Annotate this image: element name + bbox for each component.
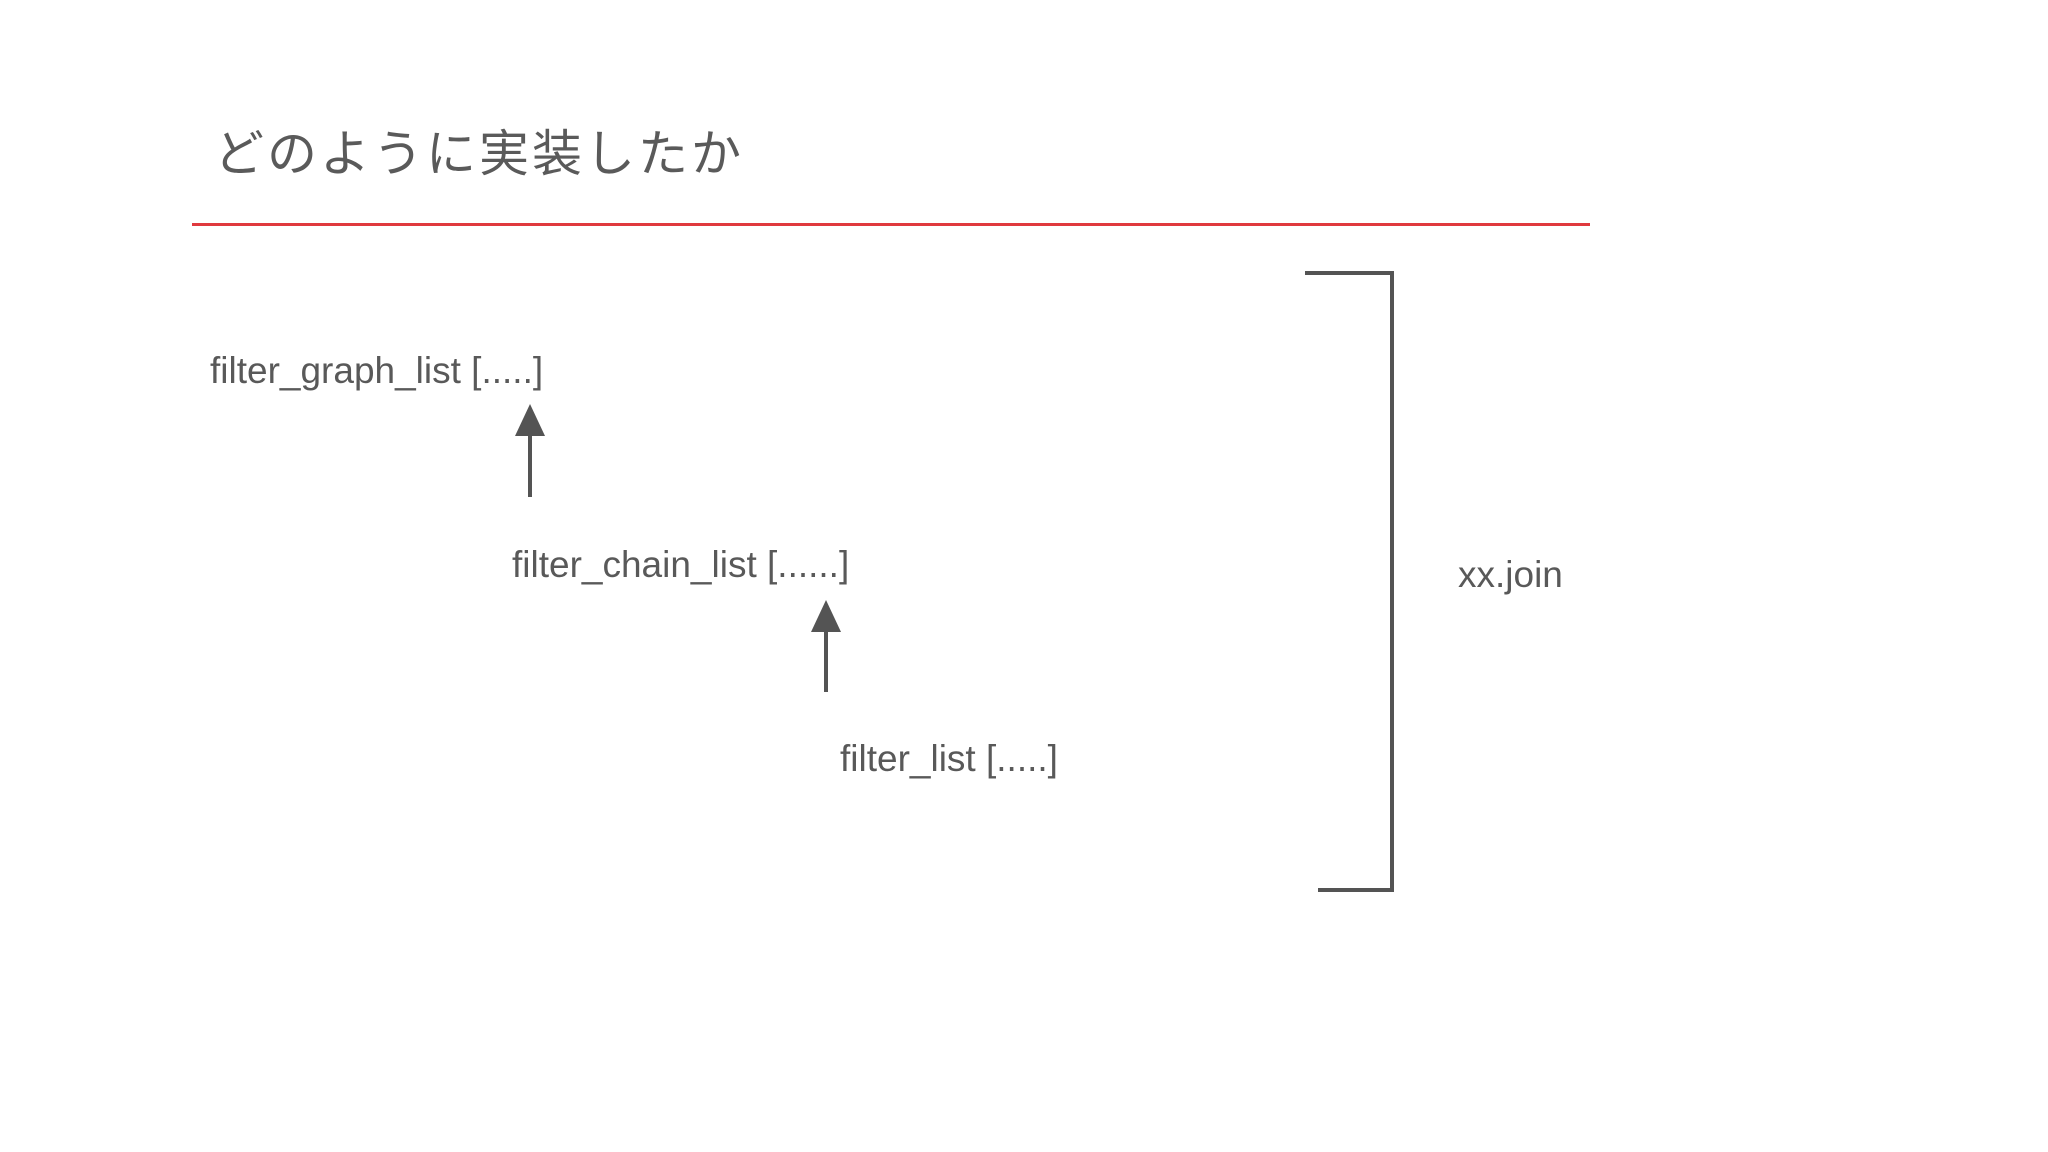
title-block: どのように実装したか: [192, 122, 1592, 232]
brace-label-join: xx.join: [1458, 554, 1563, 595]
grouping-brace-icon: [1305, 271, 1394, 892]
arrow-filter-list-to-chain-icon: [811, 600, 841, 692]
node-label-filter-list: filter_list [.....]: [840, 738, 1058, 779]
title-divider-rule: [192, 223, 1590, 226]
page-title: どのように実装したか: [214, 126, 744, 182]
node-label-filter-graph-list: filter_graph_list [.....]: [210, 350, 544, 391]
arrow-chain-to-graph-icon: [515, 404, 545, 497]
brace-path: [1305, 271, 1394, 892]
arrow-head: [811, 600, 841, 632]
arrow-head: [515, 404, 545, 436]
node-label-filter-chain-list: filter_chain_list [......]: [512, 544, 850, 585]
